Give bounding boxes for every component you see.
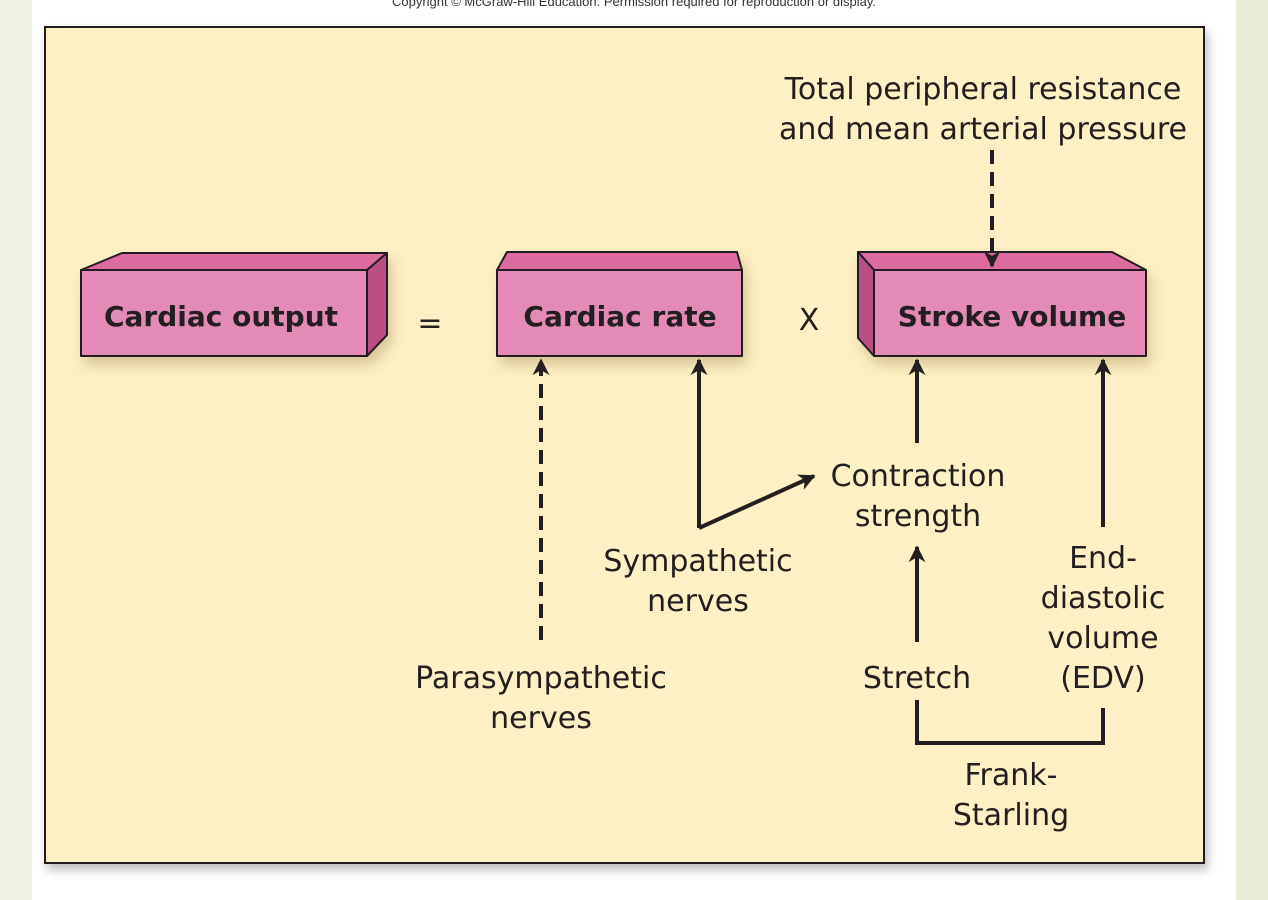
sympathetic-to-contraction-arrow xyxy=(698,474,816,530)
contraction-label-1: Contraction xyxy=(831,459,1006,494)
cardiac-output-label: Cardiac output xyxy=(104,300,338,333)
cardiac-rate-label: Cardiac rate xyxy=(523,300,716,333)
parasympathetic-label-2: nerves xyxy=(490,701,592,736)
cardiac-rate-box xyxy=(496,251,743,357)
copyright-notice: Copyright © McGraw-Hill Education. Permi… xyxy=(391,0,877,9)
edv-label-3: volume xyxy=(1047,621,1158,656)
sympathetic-label-1: Sympathetic xyxy=(603,544,792,579)
frank-starling-label-1: Frank- xyxy=(964,758,1057,793)
edv-label-1: End- xyxy=(1069,541,1137,576)
equals-sign: = xyxy=(417,306,442,341)
diagram-frame xyxy=(44,26,1205,864)
stroke-volume-label: Stroke volume xyxy=(898,300,1126,333)
edv-label-2: diastolic xyxy=(1041,581,1166,616)
tpr-label-1: Total peripheral resistance xyxy=(784,72,1182,107)
sympathetic-label-2: nerves xyxy=(647,584,749,619)
tpr-label-2: and mean arterial pressure xyxy=(779,112,1187,147)
cardiac-output-box xyxy=(80,252,388,357)
contraction-label-2: strength xyxy=(855,499,981,534)
times-sign: X xyxy=(799,303,820,338)
stretch-label: Stretch xyxy=(863,661,971,696)
frank-starling-label-2: Starling xyxy=(953,798,1069,833)
parasympathetic-label-1: Parasympathetic xyxy=(415,661,667,696)
stroke-volume-box xyxy=(857,251,1147,357)
frank-starling-bracket xyxy=(915,700,1105,745)
edv-label-4: (EDV) xyxy=(1060,661,1145,696)
